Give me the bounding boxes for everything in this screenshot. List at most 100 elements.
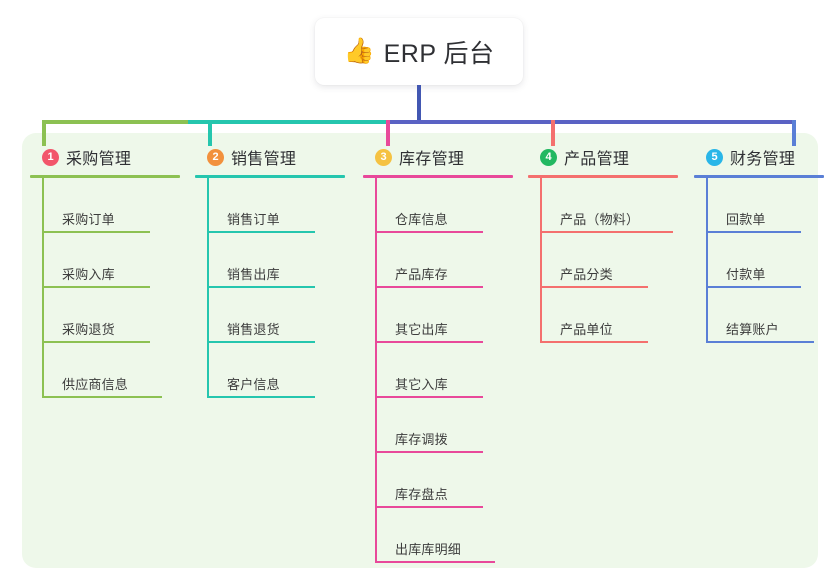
menu-item[interactable]: 客户信息 xyxy=(207,343,345,398)
drop-inventory xyxy=(386,120,390,146)
category-underline-2 xyxy=(195,175,345,178)
menu-item[interactable]: 采购订单 xyxy=(42,178,180,233)
category-header-2[interactable]: 2 销售管理 xyxy=(195,145,345,169)
menu-item-underline xyxy=(540,286,648,288)
menu-item-label: 采购退货 xyxy=(62,322,115,337)
bus-indigo xyxy=(386,120,796,124)
menu-item-label: 产品单位 xyxy=(560,322,613,337)
menu-item-underline xyxy=(706,286,801,288)
drop-product xyxy=(551,120,555,146)
menu-item-label: 采购入库 xyxy=(62,267,115,282)
category-items-2: 销售订单销售出库销售退货客户信息 xyxy=(195,178,345,398)
menu-item[interactable]: 供应商信息 xyxy=(42,343,180,398)
menu-item-label: 其它入库 xyxy=(395,377,448,392)
menu-item[interactable]: 仓库信息 xyxy=(375,178,513,233)
thumbs-up-icon: 👍 xyxy=(343,37,375,65)
category-underline-1 xyxy=(30,175,180,178)
category-spine-5 xyxy=(706,178,708,343)
menu-item[interactable]: 结算账户 xyxy=(706,288,824,343)
drop-purchasing xyxy=(42,120,46,146)
menu-item-underline xyxy=(42,231,150,233)
category-column-3[interactable]: 3 库存管理仓库信息产品库存其它出库其它入库库存调拨库存盘点出库库明细 xyxy=(363,145,513,563)
menu-item[interactable]: 产品分类 xyxy=(540,233,678,288)
menu-item-label: 库存盘点 xyxy=(395,487,448,502)
category-underline-5 xyxy=(694,175,824,178)
menu-item[interactable]: 采购入库 xyxy=(42,233,180,288)
menu-item[interactable]: 产品单位 xyxy=(540,288,678,343)
bus-green xyxy=(42,120,188,124)
menu-item-underline xyxy=(207,286,315,288)
menu-item[interactable]: 其它出库 xyxy=(375,288,513,343)
category-spine-4 xyxy=(540,178,542,343)
menu-item[interactable]: 销售退货 xyxy=(207,288,345,343)
menu-item-label: 仓库信息 xyxy=(395,212,448,227)
category-items-5: 回款单付款单结算账户 xyxy=(694,178,824,343)
menu-item-label: 销售退货 xyxy=(227,322,280,337)
category-underline-3 xyxy=(363,175,513,178)
menu-item[interactable]: 销售订单 xyxy=(207,178,345,233)
category-badge-4: 4 xyxy=(540,148,557,166)
menu-item-underline xyxy=(706,341,814,343)
category-badge-2: 2 xyxy=(207,148,224,166)
menu-item-underline xyxy=(706,231,801,233)
menu-item-underline xyxy=(42,396,162,398)
menu-item-underline xyxy=(540,341,648,343)
menu-item[interactable]: 产品（物料） xyxy=(540,178,678,233)
menu-item[interactable]: 回款单 xyxy=(706,178,824,233)
category-badge-1: 1 xyxy=(42,148,59,166)
menu-item-label: 销售订单 xyxy=(227,212,280,227)
category-title-5: 财务管理 xyxy=(730,151,796,168)
menu-item-underline xyxy=(42,286,150,288)
menu-item-label: 销售出库 xyxy=(227,267,280,282)
menu-item-label: 产品库存 xyxy=(395,267,448,282)
category-header-3[interactable]: 3 库存管理 xyxy=(363,145,513,169)
menu-item-label: 客户信息 xyxy=(227,377,280,392)
menu-item-underline xyxy=(375,451,483,453)
menu-item[interactable]: 采购退货 xyxy=(42,288,180,343)
menu-item-underline xyxy=(375,341,483,343)
category-spine-1 xyxy=(42,178,44,398)
category-title-3: 库存管理 xyxy=(399,151,465,168)
menu-item-label: 库存调拨 xyxy=(395,432,448,447)
menu-item-underline xyxy=(375,561,495,563)
menu-item-label: 产品分类 xyxy=(560,267,613,282)
diagram-background-panel xyxy=(22,133,818,568)
menu-item-underline xyxy=(540,231,673,233)
menu-item[interactable]: 库存盘点 xyxy=(375,453,513,508)
menu-item-label: 付款单 xyxy=(726,267,766,282)
menu-item-label: 供应商信息 xyxy=(62,377,129,392)
menu-item[interactable]: 销售出库 xyxy=(207,233,345,288)
menu-item[interactable]: 出库库明细 xyxy=(375,508,513,563)
bus-teal xyxy=(188,120,386,124)
category-underline-4 xyxy=(528,175,678,178)
menu-item[interactable]: 付款单 xyxy=(706,233,824,288)
category-items-3: 仓库信息产品库存其它出库其它入库库存调拨库存盘点出库库明细 xyxy=(363,178,513,563)
root-stem-connector xyxy=(417,85,421,124)
root-node-erp-backend[interactable]: 👍 ERP 后台 xyxy=(315,18,523,85)
menu-item[interactable]: 库存调拨 xyxy=(375,398,513,453)
menu-item-label: 其它出库 xyxy=(395,322,448,337)
menu-item[interactable]: 其它入库 xyxy=(375,343,513,398)
drop-finance xyxy=(792,120,796,146)
category-column-2[interactable]: 2 销售管理销售订单销售出库销售退货客户信息 xyxy=(195,145,345,398)
menu-item-label: 采购订单 xyxy=(62,212,115,227)
menu-item[interactable]: 产品库存 xyxy=(375,233,513,288)
category-items-1: 采购订单采购入库采购退货供应商信息 xyxy=(30,178,180,398)
category-spine-2 xyxy=(207,178,209,398)
menu-item-underline xyxy=(375,286,483,288)
category-badge-3: 3 xyxy=(375,148,392,166)
category-items-4: 产品（物料） 产品分类产品单位 xyxy=(528,178,678,343)
menu-item-underline xyxy=(207,341,315,343)
menu-item-underline xyxy=(375,506,483,508)
category-title-2: 销售管理 xyxy=(231,151,297,168)
root-node-title: ERP 后台 xyxy=(383,39,495,68)
category-spine-3 xyxy=(375,178,377,563)
menu-item-underline xyxy=(207,396,315,398)
menu-item-label: 回款单 xyxy=(726,212,766,227)
